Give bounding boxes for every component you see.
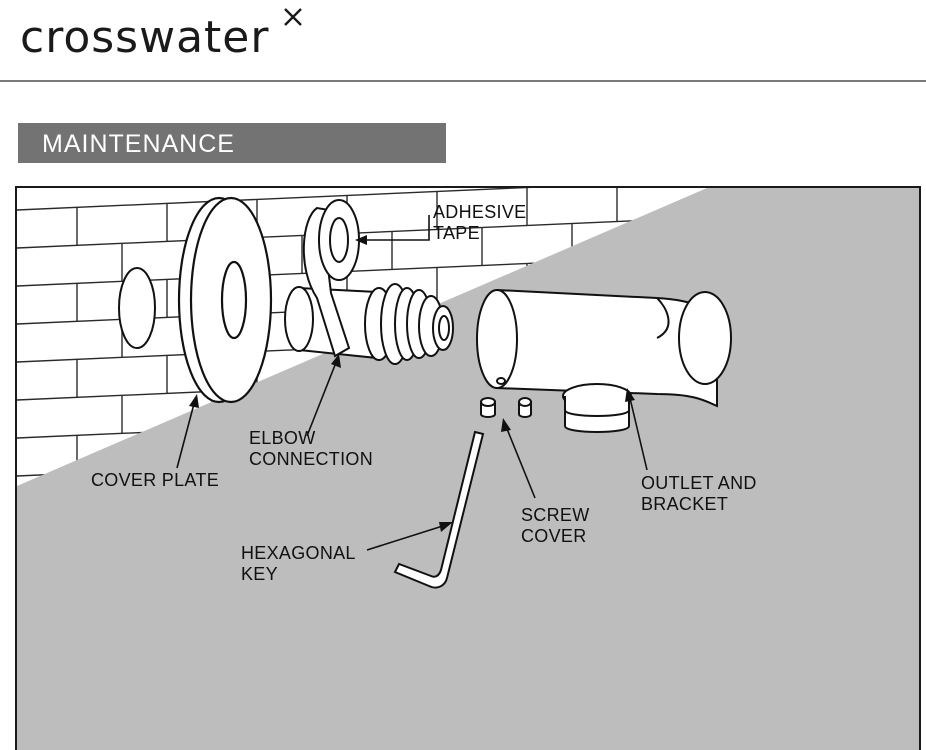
screw-cover-part	[480, 397, 532, 418]
outlet-bracket-part	[476, 288, 732, 433]
leader-elbow	[306, 359, 338, 437]
leader-screw	[504, 423, 536, 499]
section-title: MAINTENANCE	[42, 130, 235, 158]
logo-cross-icon	[284, 8, 302, 26]
leader-cover-plate	[176, 399, 196, 469]
elbow-connection-part	[284, 283, 454, 365]
leader-outlet	[628, 393, 648, 471]
adhesive-tape-part	[302, 199, 360, 358]
leader-lines	[176, 215, 648, 551]
cover-plate-part	[177, 196, 273, 404]
leader-arrowheads	[189, 235, 635, 532]
header-divider	[0, 80, 926, 82]
exploded-view-drawing	[17, 188, 919, 750]
leader-adhesive	[357, 215, 430, 241]
section-header: MAINTENANCE	[18, 123, 446, 163]
hexagonal-key-part	[393, 430, 485, 589]
page-header: crosswater	[0, 0, 926, 82]
leader-hex-key	[366, 523, 450, 551]
wall-hole	[118, 267, 156, 349]
label-cover-plate: COVER PLATE	[91, 470, 219, 490]
brand-logo: crosswater	[20, 12, 270, 63]
